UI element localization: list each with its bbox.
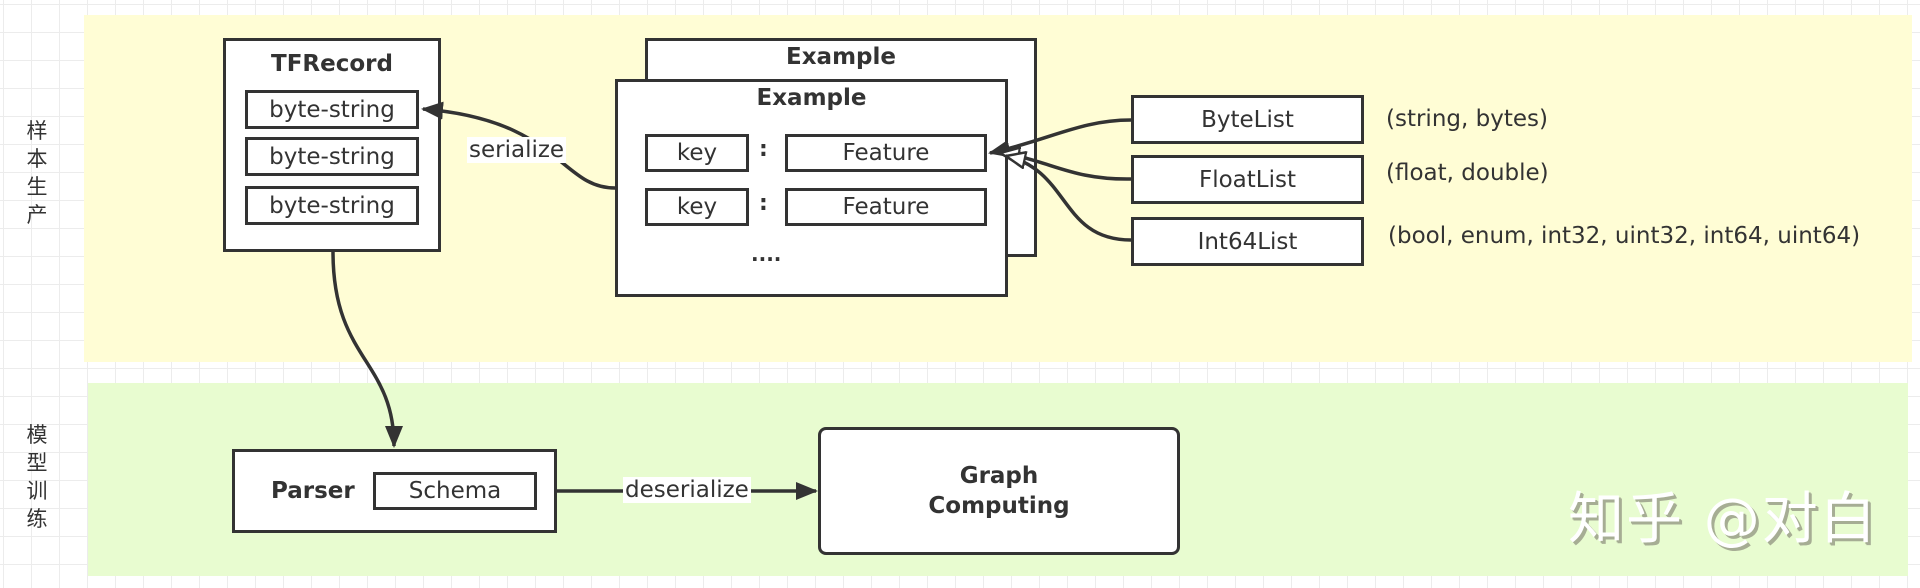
deserialize-label: deserialize bbox=[623, 477, 751, 503]
lane-label-model-training: 模型训练 bbox=[26, 423, 48, 531]
tfrecord-title: TFRecord bbox=[271, 51, 393, 77]
key-value-separator: : bbox=[759, 137, 768, 162]
bytelist-box[interactable]: ByteList bbox=[1131, 95, 1364, 144]
int64list-types: (bool, enum, int32, uint32, int64, uint6… bbox=[1388, 223, 1861, 249]
key-value-separator: : bbox=[759, 191, 768, 216]
schema-cell[interactable]: Schema bbox=[373, 472, 537, 510]
floatlist-types: (float, double) bbox=[1386, 160, 1549, 186]
lane-label-sample-production: 样本生产 bbox=[26, 119, 48, 227]
parser-title: Parser bbox=[271, 478, 355, 504]
graph-label-line2: Computing bbox=[928, 493, 1070, 519]
key-cell[interactable]: key bbox=[645, 188, 749, 226]
int64list-box[interactable]: Int64List bbox=[1131, 217, 1364, 266]
example-back-title: Example bbox=[786, 44, 896, 70]
key-cell[interactable]: key bbox=[645, 134, 749, 172]
floatlist-box[interactable]: FloatList bbox=[1131, 155, 1364, 204]
bytelist-types: (string, bytes) bbox=[1386, 106, 1548, 132]
example-front-title: Example bbox=[756, 85, 867, 111]
serialize-label: serialize bbox=[467, 137, 567, 163]
feature-cell[interactable]: Feature bbox=[785, 188, 987, 226]
graph-computing-box[interactable]: Graph Computing bbox=[818, 427, 1180, 555]
graph-label-line1: Graph bbox=[959, 463, 1039, 489]
feature-cell[interactable]: Feature bbox=[785, 134, 987, 172]
graph-computing-label: Graph Computing bbox=[928, 461, 1069, 521]
byte-string-cell[interactable]: byte-string bbox=[245, 186, 419, 225]
byte-string-cell[interactable]: byte-string bbox=[245, 137, 419, 176]
byte-string-cell[interactable]: byte-string bbox=[245, 90, 419, 129]
example-ellipsis: .... bbox=[751, 242, 782, 266]
watermark: 知乎 @对白 bbox=[1568, 487, 1878, 552]
